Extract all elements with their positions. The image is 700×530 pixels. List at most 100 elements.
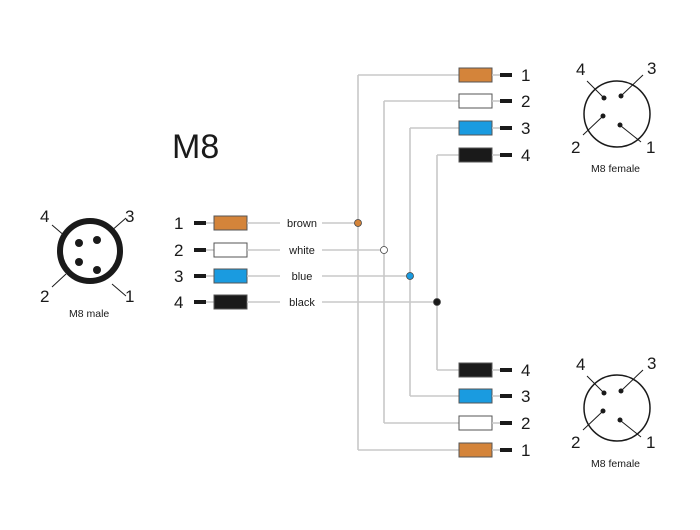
bottom-pin-row-1: 1 [358, 441, 530, 460]
left-pin-list: 1 brown 2 white 3 blue 4 black [174, 214, 437, 312]
wire-color-swatch-blue [213, 268, 248, 284]
junction-dot-black [433, 298, 441, 306]
pin-dash [194, 248, 206, 252]
male-pin-4 [75, 239, 83, 247]
junction-dot-brown [354, 219, 362, 227]
female-bottom-caption: M8 female [591, 458, 640, 470]
female-bottom-body [583, 374, 651, 442]
bottom-pin-number: 2 [521, 414, 530, 433]
m8-male-connector: 4 3 2 1 M8 male [40, 207, 134, 320]
diagram-title: M8 [172, 128, 219, 166]
left-pin-row-3: 3 blue [174, 267, 410, 286]
wire-color-label: white [288, 245, 315, 257]
male-pin-label-3: 3 [125, 207, 134, 226]
wire-color-swatch-brown [213, 215, 248, 231]
bottom-pin-list: 4 3 2 1 [358, 361, 530, 460]
male-leader-1 [111, 283, 127, 297]
female-top-pin-label-4: 4 [576, 60, 585, 79]
left-pin-number: 3 [174, 267, 183, 286]
male-pin-label-2: 2 [40, 287, 49, 306]
pin-dash [500, 448, 512, 452]
female-bottom-pin-label-2: 2 [571, 433, 580, 452]
pin-dash [500, 368, 512, 372]
wire-color-label: brown [287, 218, 317, 230]
male-pin-3 [93, 236, 101, 244]
wire-color-swatch [458, 67, 493, 83]
pin-dash [500, 394, 512, 398]
left-pin-number: 1 [174, 214, 183, 233]
top-pin-number: 4 [521, 146, 530, 165]
male-connector-body [57, 218, 123, 284]
top-pin-number: 2 [521, 92, 530, 111]
female-bottom-pin-label-4: 4 [576, 355, 585, 374]
junction-dot-blue [406, 272, 414, 280]
female-bottom-pin-label-3: 3 [647, 354, 656, 373]
left-pin-number: 2 [174, 241, 183, 260]
female-bottom-pin-label-1: 1 [646, 433, 655, 452]
male-leader-2 [51, 273, 67, 288]
top-pin-list: 1 2 3 4 [358, 66, 530, 165]
bottom-pin-number: 4 [521, 361, 530, 380]
wire-color-label: blue [292, 271, 313, 283]
female-top-leader-1 [620, 125, 642, 143]
male-pin-2 [75, 258, 83, 266]
wire-color-swatch [458, 120, 493, 136]
female-bottom-leader-1 [620, 420, 642, 438]
wire-color-swatch [458, 442, 493, 458]
male-leader-4 [51, 224, 67, 238]
left-pin-row-2: 2 white [174, 241, 384, 260]
top-pin-row-2: 2 [384, 92, 530, 111]
wire-color-swatch-black [213, 294, 248, 310]
pin-dash [500, 126, 512, 130]
pin-dash [500, 99, 512, 103]
pin-dash [194, 274, 206, 278]
pin-dash [194, 221, 206, 225]
top-pin-row-4: 4 [437, 146, 530, 165]
top-pin-row-1: 1 [358, 66, 530, 85]
female-top-leader-3 [621, 74, 644, 96]
male-pin-label-4: 4 [40, 207, 49, 226]
male-leader-3 [109, 217, 127, 233]
female-bottom-leader-3 [621, 369, 644, 391]
wire-color-swatch [458, 147, 493, 163]
top-pin-row-3: 3 [410, 119, 530, 138]
left-pin-row-1: 1 brown [174, 214, 358, 233]
wire-color-swatch [458, 388, 493, 404]
male-pin-label-1: 1 [125, 287, 134, 306]
m8-female-connector-bottom: 4 3 2 1 M8 female [571, 354, 656, 470]
female-bottom-leader-2 [582, 411, 603, 431]
bottom-pin-row-3: 3 [410, 387, 530, 406]
wire-color-swatch-white [213, 242, 248, 258]
left-pin-row-4: 4 black [174, 293, 437, 312]
pin-dash [500, 421, 512, 425]
wire-color-label: black [289, 297, 315, 309]
female-top-pin-label-1: 1 [646, 138, 655, 157]
top-pin-number: 1 [521, 66, 530, 85]
pin-dash [500, 73, 512, 77]
bottom-pin-number: 1 [521, 441, 530, 460]
male-caption: M8 male [69, 308, 109, 320]
left-pin-number: 4 [174, 293, 183, 312]
female-top-caption: M8 female [591, 163, 640, 175]
female-top-pin-label-3: 3 [647, 59, 656, 78]
female-top-body [583, 80, 651, 148]
male-pin-1 [93, 266, 101, 274]
pin-dash [194, 300, 206, 304]
m8-female-connector-top: 4 3 2 1 M8 female [571, 59, 656, 175]
female-top-pin-label-2: 2 [571, 138, 580, 157]
bottom-pin-number: 3 [521, 387, 530, 406]
female-top-leader-4 [586, 80, 604, 98]
wire-color-swatch [458, 415, 493, 431]
female-bottom-leader-4 [586, 375, 604, 393]
junction-dot-white [380, 246, 388, 254]
female-top-leader-2 [582, 116, 603, 136]
wire-color-swatch [458, 93, 493, 109]
wire-color-swatch [458, 362, 493, 378]
bottom-pin-row-2: 2 [384, 414, 530, 433]
pin-dash [500, 153, 512, 157]
bottom-pin-row-4: 4 [437, 361, 530, 380]
wires [357, 75, 438, 450]
top-pin-number: 3 [521, 119, 530, 138]
junctions [354, 219, 441, 306]
